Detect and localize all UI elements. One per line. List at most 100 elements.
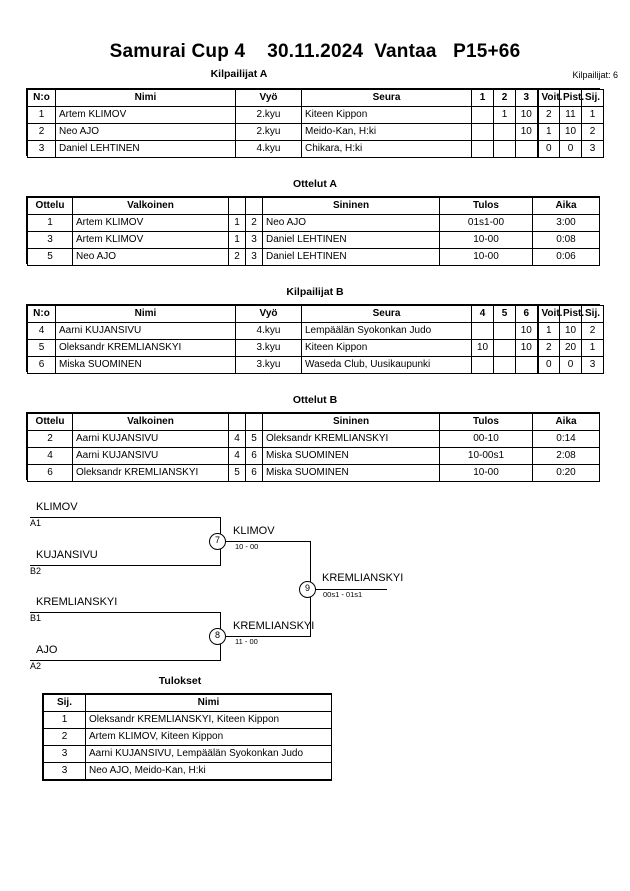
col-m1: 1 xyxy=(471,89,494,107)
cell-m6 xyxy=(515,356,538,374)
cell-no: 5 xyxy=(27,339,56,357)
cell-points: 20 xyxy=(559,339,582,357)
cell-rank: 3 xyxy=(43,762,86,780)
col-white: Valkoinen xyxy=(72,413,229,431)
col-blue-no xyxy=(245,197,263,215)
cell-club: Chikara, H:ki xyxy=(301,140,472,158)
cell-points: 10 xyxy=(559,123,582,141)
bracket-score: 10 - 00 xyxy=(235,542,259,551)
cell-white-no: 2 xyxy=(228,248,246,266)
cell-match-no: 3 xyxy=(27,231,73,249)
cell-m4: 10 xyxy=(471,339,494,357)
cell-m2: 1 xyxy=(493,106,516,124)
cell-white: Aarni KUJANSIVU xyxy=(72,430,229,448)
bracket-entry-name: KLIMOV xyxy=(36,501,78,513)
col-name: Nimi xyxy=(55,305,236,323)
cell-m1 xyxy=(471,106,494,124)
pool-a-table: N:o Nimi Vyö Seura 1 2 3 Voit. Pist. Sij… xyxy=(27,89,604,158)
cell-m2 xyxy=(493,140,516,158)
cell-white-no: 1 xyxy=(228,231,246,249)
table-header-row: Ottelu Valkoinen Sininen Tulos Aika xyxy=(27,413,600,431)
cell-name: Miska SUOMINEN xyxy=(55,356,236,374)
cell-no: 1 xyxy=(27,106,56,124)
cell-white: Aarni KUJANSIVU xyxy=(72,447,229,465)
col-m4: 4 xyxy=(471,305,494,323)
cell-wins: 1 xyxy=(536,123,560,141)
bracket-node-7: 7 xyxy=(209,533,226,550)
bracket-line xyxy=(30,565,220,566)
table-header-row: N:o Nimi Vyö Seura 4 5 6 Voit. Pist. Sij… xyxy=(27,305,604,323)
cell-time: 0:20 xyxy=(532,464,600,482)
bracket-line xyxy=(30,612,220,613)
bracket-line xyxy=(30,517,220,518)
bracket-entry-seed: B1 xyxy=(30,613,42,623)
bracket-entry-seed: A2 xyxy=(30,661,42,671)
bracket-node-9: 9 xyxy=(299,581,316,598)
col-name: Nimi xyxy=(85,694,332,712)
cell-club: Kiteen Kippon xyxy=(301,106,472,124)
col-result: Tulos xyxy=(439,197,533,215)
bracket-final-score: 00s1 - 01s1 xyxy=(323,590,363,599)
cell-no: 6 xyxy=(27,356,56,374)
cell-rank: 1 xyxy=(43,711,86,729)
cell-rank: 3 xyxy=(581,140,604,158)
pool-b-table: N:o Nimi Vyö Seura 4 5 6 Voit. Pist. Sij… xyxy=(27,305,604,374)
cell-points: 10 xyxy=(559,322,582,340)
cell-club: Meido-Kan, H:ki xyxy=(301,123,472,141)
cell-white: Artem KLIMOV xyxy=(72,214,229,232)
col-blue: Sininen xyxy=(262,413,440,431)
cell-m1 xyxy=(471,140,494,158)
cell-no: 3 xyxy=(27,140,56,158)
cell-result: 00-10 xyxy=(439,430,533,448)
cell-name: Daniel LEHTINEN xyxy=(55,140,236,158)
table-row: 2 Aarni KUJANSIVU 4 5 Oleksandr KREMLIAN… xyxy=(27,430,600,448)
cell-blue-no: 3 xyxy=(245,231,263,249)
bracket-winner-name: KLIMOV xyxy=(233,525,275,537)
cell-blue: Neo AJO xyxy=(262,214,440,232)
cell-time: 2:08 xyxy=(532,447,600,465)
cell-match-no: 1 xyxy=(27,214,73,232)
cell-time: 0:06 xyxy=(532,248,600,266)
entrants-count: Kilpailijat: 6 xyxy=(572,70,618,80)
col-white-no xyxy=(228,413,246,431)
col-blue: Sininen xyxy=(262,197,440,215)
cell-blue: Daniel LEHTINEN xyxy=(262,231,440,249)
cell-m1 xyxy=(471,123,494,141)
cell-m6: 10 xyxy=(515,339,538,357)
col-club: Seura xyxy=(301,89,472,107)
col-points: Pist. xyxy=(559,89,584,107)
col-white: Valkoinen xyxy=(72,197,229,215)
col-no: N:o xyxy=(27,305,56,323)
col-name: Nimi xyxy=(55,89,236,107)
cell-result: 01s1-00 xyxy=(439,214,533,232)
cell-belt: 4.kyu xyxy=(235,322,302,340)
table-row: 2 Artem KLIMOV, Kiteen Kippon xyxy=(43,728,332,746)
cell-name: Oleksandr KREMLIANSKYI, Kiteen Kippon xyxy=(85,711,332,729)
tournament-bracket: KLIMOV A1 KUJANSIVU B2 7 KLIMOV 10 - 00 … xyxy=(0,495,630,675)
cell-blue-no: 5 xyxy=(245,430,263,448)
cell-wins: 0 xyxy=(536,356,560,374)
cell-m6: 10 xyxy=(515,322,538,340)
col-rank: Sij. xyxy=(43,694,86,712)
col-white-no xyxy=(228,197,246,215)
cell-match-no: 2 xyxy=(27,430,73,448)
cell-no: 4 xyxy=(27,322,56,340)
bracket-line xyxy=(30,660,220,661)
cell-rank: 3 xyxy=(581,356,604,374)
cell-club-text: Lempäälän Syokonkan Judo xyxy=(305,325,432,336)
cell-blue: Miska SUOMINEN xyxy=(262,447,440,465)
cell-white: Oleksandr KREMLIANSKYI xyxy=(72,464,229,482)
cell-white-no: 1 xyxy=(228,214,246,232)
cell-result: 10-00 xyxy=(439,231,533,249)
col-wins: Voit. xyxy=(536,89,562,107)
table-row: 5 Oleksandr KREMLIANSKYI 3.kyu Kiteen Ki… xyxy=(27,339,604,357)
pool-b-caption: Kilpailijat B xyxy=(286,286,344,298)
cell-belt: 2.kyu xyxy=(235,106,302,124)
cell-name: Artem KLIMOV xyxy=(55,106,236,124)
bracket-entry-name: KREMLIANSKYI xyxy=(36,596,118,608)
col-rank: Sij. xyxy=(581,305,604,323)
cell-name: Aarni KUJANSIVU xyxy=(55,322,236,340)
col-rank: Sij. xyxy=(581,89,604,107)
bracket-line xyxy=(315,589,387,590)
cell-wins: 1 xyxy=(536,322,560,340)
